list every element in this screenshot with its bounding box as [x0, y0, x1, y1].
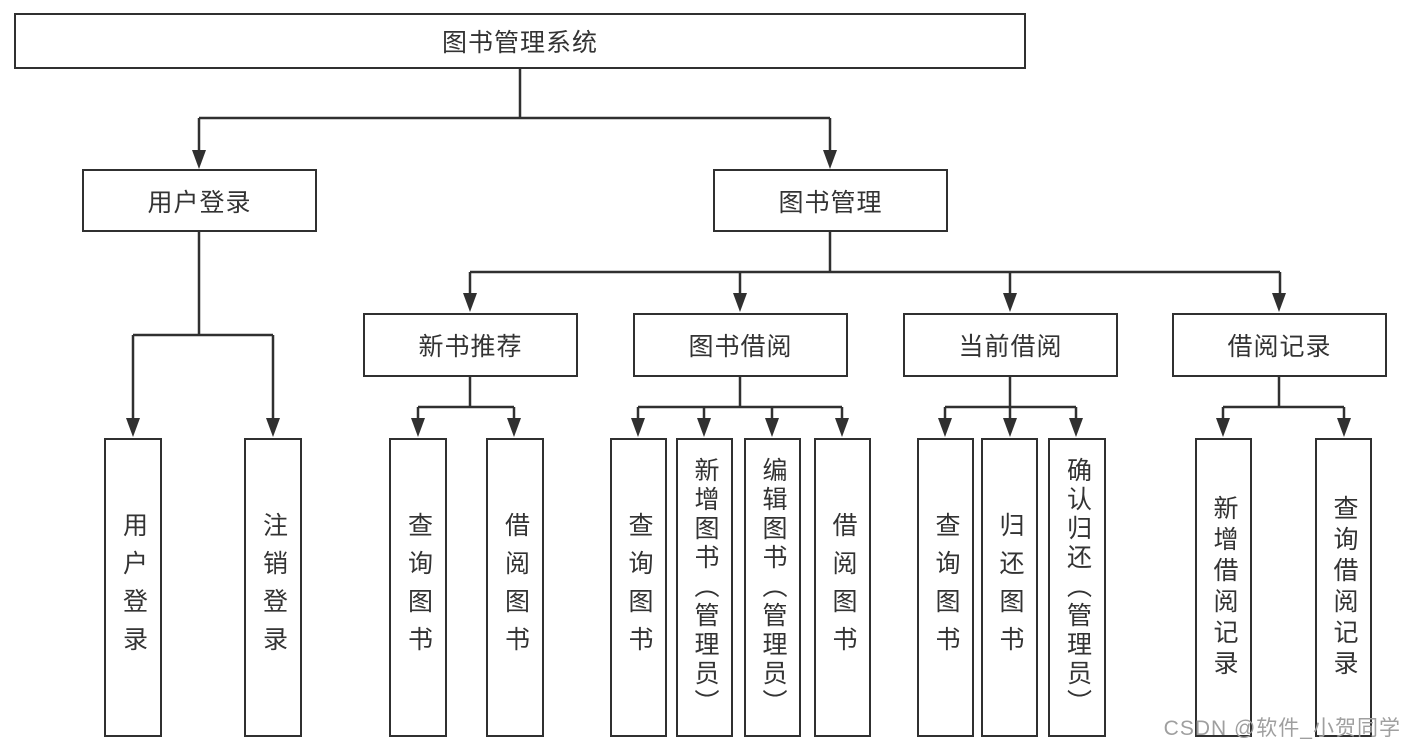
node-label: 查询图书	[625, 511, 653, 664]
node-label: 借阅图书	[501, 511, 530, 664]
leaf-add-book-admin: 新增图书（管理员）	[676, 438, 733, 737]
leaf-borrow-books-recommend: 借阅图书	[486, 438, 544, 737]
connector-user-login-children	[131, 232, 275, 420]
node-label: 借阅记录	[1227, 333, 1332, 361]
connector-current-borrow-children	[943, 377, 1078, 421]
leaf-borrow-books: 借阅图书	[814, 438, 871, 737]
connector-book-borrow-children	[636, 377, 844, 421]
node-label: 查询图书	[932, 511, 960, 664]
node-label: 注销登录	[259, 511, 288, 664]
node-borrow-records: 借阅记录	[1172, 313, 1387, 377]
leaf-query-books-borrow: 查询图书	[610, 438, 667, 737]
leaf-logout: 注销登录	[244, 438, 302, 737]
node-label: 确认归还（管理员）	[1063, 457, 1092, 718]
connector-root-to-level2	[197, 69, 832, 152]
watermark: CSDN @软件_小贺同学	[1163, 717, 1401, 740]
connector-borrow-record-children	[1221, 377, 1346, 421]
node-label: 图书管理	[778, 188, 883, 217]
node-label: 新增借阅记录	[1210, 494, 1238, 681]
node-label: 编辑图书（管理员）	[759, 457, 787, 718]
leaf-confirm-return-admin: 确认归还（管理员）	[1048, 438, 1106, 737]
leaf-add-borrow-record: 新增借阅记录	[1195, 438, 1252, 737]
leaf-query-books-recommend: 查询图书	[389, 438, 447, 737]
node-label: 用户登录	[147, 188, 252, 217]
node-label: 新增图书（管理员）	[691, 457, 719, 718]
node-label: 查询图书	[404, 511, 433, 664]
leaf-return-book: 归还图书	[981, 438, 1038, 737]
connector-book-management-children	[468, 232, 1282, 296]
leaf-query-borrow-record: 查询借阅记录	[1315, 438, 1372, 737]
node-label: 查询借阅记录	[1330, 494, 1358, 681]
node-root-library-system: 图书管理系统	[14, 13, 1026, 69]
node-label: 用户登录	[119, 511, 148, 664]
node-book-management: 图书管理	[713, 169, 948, 232]
node-book-borrow: 图书借阅	[633, 313, 848, 377]
leaf-edit-book-admin: 编辑图书（管理员）	[744, 438, 801, 737]
node-label: 图书借阅	[688, 333, 793, 361]
leaf-query-books-current: 查询图书	[917, 438, 974, 737]
node-label: 图书管理系统	[441, 29, 598, 57]
node-current-borrow: 当前借阅	[903, 313, 1118, 377]
node-label: 新书推荐	[418, 333, 523, 361]
node-new-book-recommend: 新书推荐	[363, 313, 578, 377]
node-label: 当前借阅	[958, 333, 1063, 361]
leaf-user-login: 用户登录	[104, 438, 162, 737]
node-label: 借阅图书	[829, 511, 857, 664]
node-label: 归还图书	[996, 511, 1024, 664]
connector-new-book-children	[416, 377, 516, 421]
node-user-login: 用户登录	[82, 169, 317, 232]
